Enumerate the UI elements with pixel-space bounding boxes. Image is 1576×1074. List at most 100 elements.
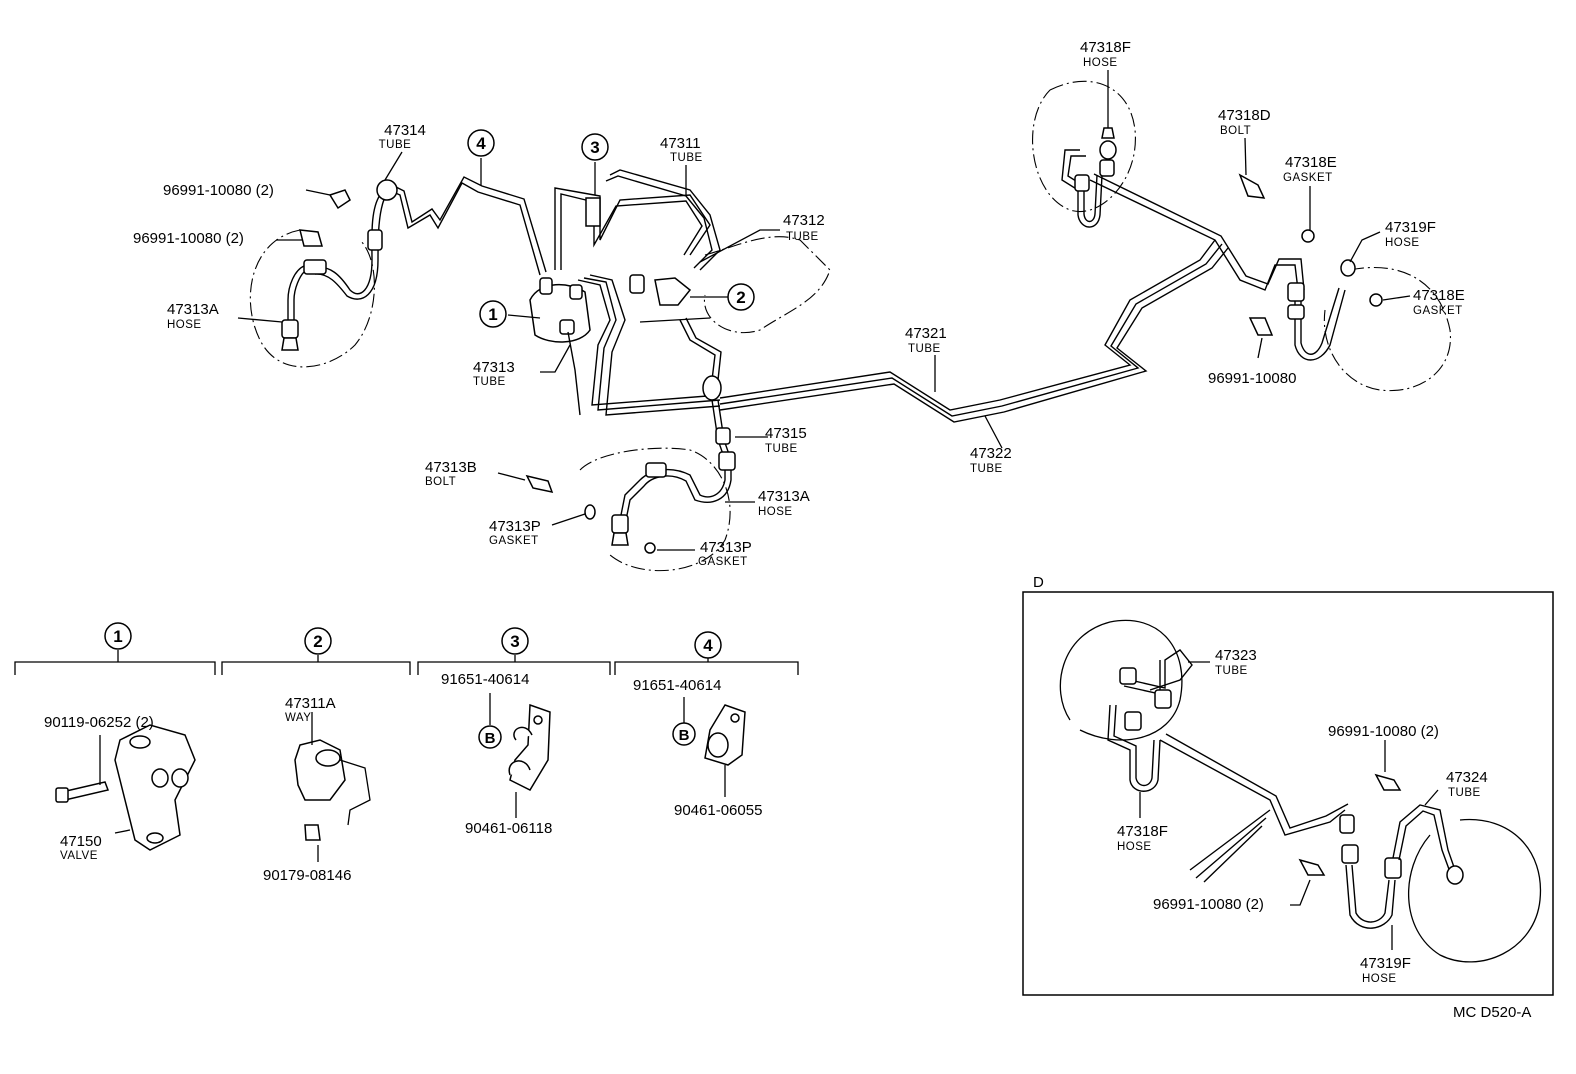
rear-right-top-wheel — [1032, 80, 1315, 243]
part-number: 96991-10080 (2) — [163, 182, 274, 199]
part-number: 47318E — [1285, 154, 1337, 171]
part-label-90461-06118: 90461-06118 — [465, 820, 552, 837]
part-number: 47318F — [1117, 823, 1168, 840]
callout-2: 2 — [727, 283, 755, 311]
tube-47314 — [376, 176, 547, 276]
part-type: HOSE — [167, 319, 202, 331]
part-type: HOSE — [1083, 57, 1118, 69]
part-label-d-47324: 47324 TUBE — [1446, 769, 1488, 799]
part-number: 47313A — [758, 488, 810, 505]
part-number: 47322 — [970, 445, 1012, 462]
part-type: TUBE — [1448, 787, 1481, 799]
part-number: 90119-06252 (2) — [44, 714, 154, 731]
part-number: 47312 — [783, 212, 825, 229]
group-header-4: 4 — [694, 631, 722, 659]
callout-1: 1 — [479, 300, 507, 328]
part-label-d-47323: 47323 TUBE — [1215, 647, 1257, 677]
part-number: 47311 — [660, 135, 701, 152]
part-type: TUBE — [765, 443, 798, 455]
part-type: BOLT — [425, 476, 456, 488]
part-label-47315: 47315 TUBE — [765, 425, 807, 455]
part-number: 96991-10080 (2) — [133, 230, 244, 247]
part-label-47313A-mid: 47313A HOSE — [758, 488, 810, 518]
part-label-47312: 47312 TUBE — [783, 212, 825, 243]
way-47311A-drawing — [294, 739, 371, 841]
part-number: 47313P — [489, 518, 541, 535]
part-label-47313B: 47313B BOLT — [425, 459, 477, 488]
part-label-d-96991-a: 96991-10080 (2) — [1328, 723, 1439, 740]
part-type: HOSE — [1362, 973, 1397, 985]
part-number: 90461-06118 — [465, 820, 552, 837]
part-label-47313A-left: 47313A HOSE — [167, 301, 219, 331]
part-number: 47319F — [1360, 955, 1411, 972]
callout-3: 3 — [581, 133, 609, 161]
group-header-1: 1 — [104, 622, 132, 650]
part-type: GASKET — [1413, 305, 1463, 317]
part-label-91651-40614-g4: 91651-40614 — [633, 677, 721, 694]
part-label-47311A: 47311A WAY — [285, 695, 336, 724]
part-type: TUBE — [970, 463, 1003, 475]
proportioning-valve-area — [529, 169, 831, 416]
detail-box-letter: D — [1033, 574, 1044, 591]
part-label-d-96991-b: 96991-10080 (2) — [1153, 896, 1264, 913]
clamp-90461-06055-drawing — [704, 704, 746, 766]
part-number: 47319F — [1385, 219, 1436, 236]
part-number: 47313A — [167, 301, 219, 318]
bolt-mark-g4: B — [672, 722, 696, 746]
part-label-47318D: 47318D BOLT — [1218, 107, 1271, 137]
part-number: 47318F — [1080, 39, 1131, 56]
part-label-47150: 47150 VALVE — [60, 833, 102, 862]
part-type: TUBE — [908, 343, 941, 355]
group-brackets — [14, 650, 799, 675]
group-header-1-label: 1 — [113, 627, 122, 646]
callout-4-label: 4 — [476, 134, 486, 153]
valve-47150-drawing — [55, 724, 196, 851]
part-number: 90461-06055 — [674, 802, 762, 819]
rear-right-mid-wheel — [1248, 259, 1451, 392]
part-label-47318E-top: 47318E GASKET — [1283, 154, 1337, 184]
callout-4: 4 — [467, 129, 495, 157]
part-label-96991-b: 96991-10080 (2) — [133, 230, 244, 247]
part-label-47318F-top: 47318F HOSE — [1080, 39, 1131, 69]
detail-box-d — [1022, 591, 1554, 996]
part-label-47322: 47322 TUBE — [970, 445, 1012, 475]
part-label-96991-a: 96991-10080 (2) — [163, 182, 274, 199]
part-label-91651-40614-g3: 91651-40614 — [441, 671, 529, 688]
group-header-3-label: 3 — [510, 632, 519, 651]
group-header-4-label: 4 — [703, 636, 713, 655]
part-number: 47314 — [384, 122, 426, 139]
part-number: 96991-10080 (2) — [1153, 896, 1264, 913]
clamp-90461-06118-drawing — [508, 703, 551, 791]
group-header-3: 3 — [501, 627, 529, 655]
part-type: TUBE — [786, 231, 819, 243]
tube-47321-47322 — [719, 173, 1305, 423]
part-type: TUBE — [379, 139, 412, 151]
part-number: 91651-40614 — [633, 677, 721, 694]
part-type: GASKET — [1283, 172, 1333, 184]
callout-3-label: 3 — [590, 138, 599, 157]
part-label-47319F-top: 47319F HOSE — [1385, 219, 1436, 249]
part-number: 47313P — [700, 539, 752, 556]
part-number: 47313B — [425, 459, 477, 476]
part-type: TUBE — [670, 152, 703, 164]
part-number: 47324 — [1446, 769, 1488, 786]
part-number: 47313 — [473, 359, 515, 376]
part-type: GASKET — [489, 535, 539, 547]
front-left-wheel-assembly — [249, 189, 387, 368]
bolt-mark-g4-label: B — [679, 727, 690, 744]
part-label-47321: 47321 TUBE — [905, 325, 947, 355]
group-header-2-label: 2 — [313, 632, 322, 651]
part-label-47314: 47314 TUBE — [379, 122, 426, 151]
part-label-90461-06055: 90461-06055 — [674, 802, 762, 819]
callout-1-label: 1 — [488, 305, 497, 324]
part-number: 91651-40614 — [441, 671, 529, 688]
part-type: HOSE — [1385, 237, 1420, 249]
callout-2-label: 2 — [736, 288, 745, 307]
part-number: 47150 — [60, 833, 102, 850]
part-number: 47311A — [285, 695, 336, 712]
part-type: WAY — [285, 712, 311, 724]
part-label-47313P-b: 47313P GASKET — [698, 539, 752, 568]
part-label-d-47319F: 47319F HOSE — [1360, 955, 1411, 985]
part-number: 47318E — [1413, 287, 1465, 304]
